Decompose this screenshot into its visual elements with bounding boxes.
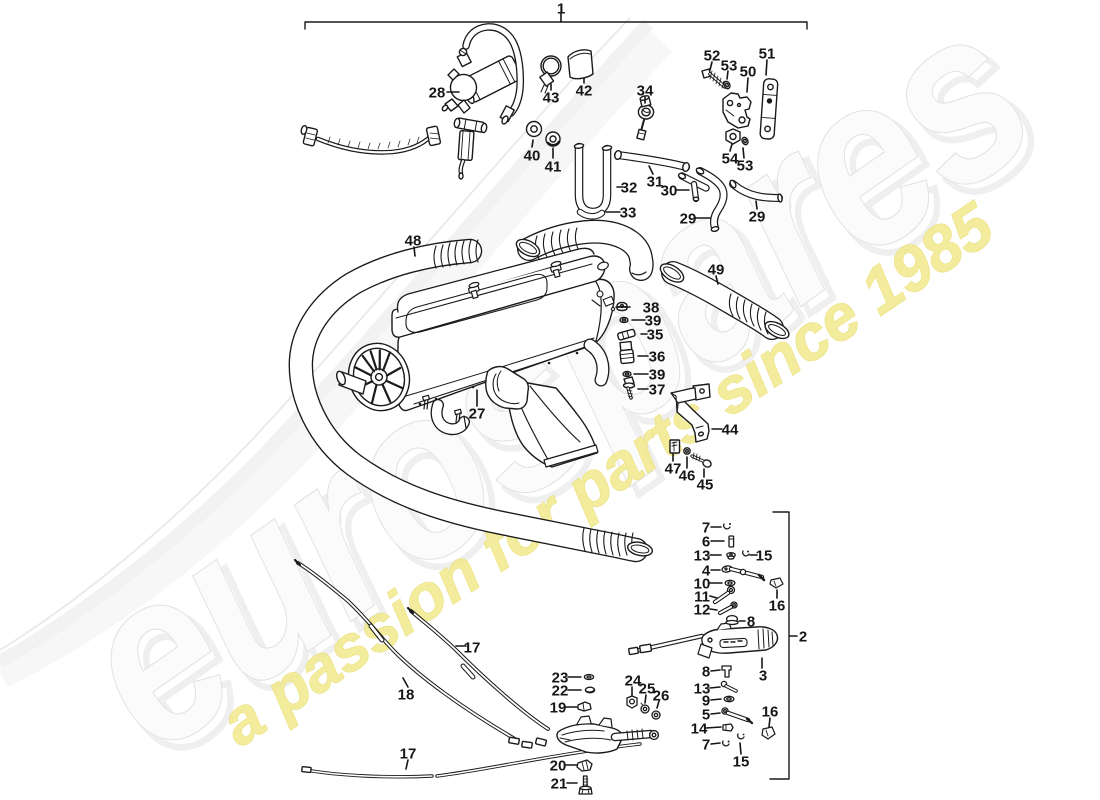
svg-text:19: 19 <box>550 699 567 716</box>
svg-text:25: 25 <box>639 680 656 697</box>
svg-text:43: 43 <box>543 89 560 106</box>
svg-text:53: 53 <box>737 157 754 174</box>
svg-text:5: 5 <box>702 706 710 723</box>
svg-text:31: 31 <box>647 173 664 190</box>
svg-text:2: 2 <box>799 628 807 645</box>
svg-text:15: 15 <box>733 753 750 770</box>
svg-text:47: 47 <box>665 460 682 477</box>
svg-text:13: 13 <box>694 680 711 697</box>
svg-text:45: 45 <box>697 476 714 493</box>
svg-text:36: 36 <box>649 348 666 365</box>
svg-text:37: 37 <box>649 381 666 398</box>
svg-text:12: 12 <box>694 601 711 618</box>
svg-text:4: 4 <box>702 562 711 579</box>
svg-text:41: 41 <box>545 158 562 175</box>
svg-text:10: 10 <box>694 575 711 592</box>
svg-text:51: 51 <box>759 45 776 62</box>
svg-text:21: 21 <box>551 775 568 792</box>
svg-text:7: 7 <box>702 519 710 536</box>
svg-text:53: 53 <box>721 57 738 74</box>
svg-text:29: 29 <box>680 210 697 227</box>
svg-text:20: 20 <box>550 757 567 774</box>
svg-text:17: 17 <box>464 639 481 656</box>
svg-text:22: 22 <box>552 682 569 699</box>
svg-text:17: 17 <box>400 745 417 762</box>
svg-text:40: 40 <box>524 147 541 164</box>
svg-text:38: 38 <box>643 299 660 316</box>
svg-text:11: 11 <box>694 588 710 605</box>
svg-text:8: 8 <box>747 613 755 630</box>
svg-text:8: 8 <box>702 663 710 680</box>
svg-text:35: 35 <box>647 326 664 343</box>
svg-text:7: 7 <box>702 736 710 753</box>
svg-text:6: 6 <box>702 533 710 550</box>
svg-text:39: 39 <box>649 366 666 383</box>
svg-text:50: 50 <box>740 63 757 80</box>
svg-text:18: 18 <box>398 686 415 703</box>
svg-text:3: 3 <box>759 667 767 684</box>
svg-text:48: 48 <box>405 232 422 249</box>
svg-text:27: 27 <box>469 405 486 422</box>
svg-text:15: 15 <box>756 547 773 564</box>
svg-text:16: 16 <box>769 597 786 614</box>
svg-text:42: 42 <box>576 82 593 99</box>
svg-text:30: 30 <box>661 182 678 199</box>
svg-text:39: 39 <box>645 312 662 329</box>
svg-text:44: 44 <box>722 421 739 438</box>
svg-text:32: 32 <box>621 179 638 196</box>
svg-text:13: 13 <box>694 547 711 564</box>
svg-text:14: 14 <box>691 720 708 737</box>
svg-text:24: 24 <box>625 672 642 689</box>
svg-text:52: 52 <box>704 47 721 64</box>
svg-text:16: 16 <box>762 703 779 720</box>
svg-text:33: 33 <box>620 204 637 221</box>
svg-text:23: 23 <box>552 669 569 686</box>
svg-text:29: 29 <box>749 208 766 225</box>
svg-text:26: 26 <box>653 687 670 704</box>
svg-text:54: 54 <box>722 150 739 167</box>
svg-text:9: 9 <box>702 692 710 709</box>
svg-text:34: 34 <box>637 82 654 99</box>
svg-text:1: 1 <box>557 0 565 17</box>
svg-text:49: 49 <box>708 261 725 278</box>
svg-text:28: 28 <box>429 84 446 101</box>
svg-text:46: 46 <box>679 467 696 484</box>
